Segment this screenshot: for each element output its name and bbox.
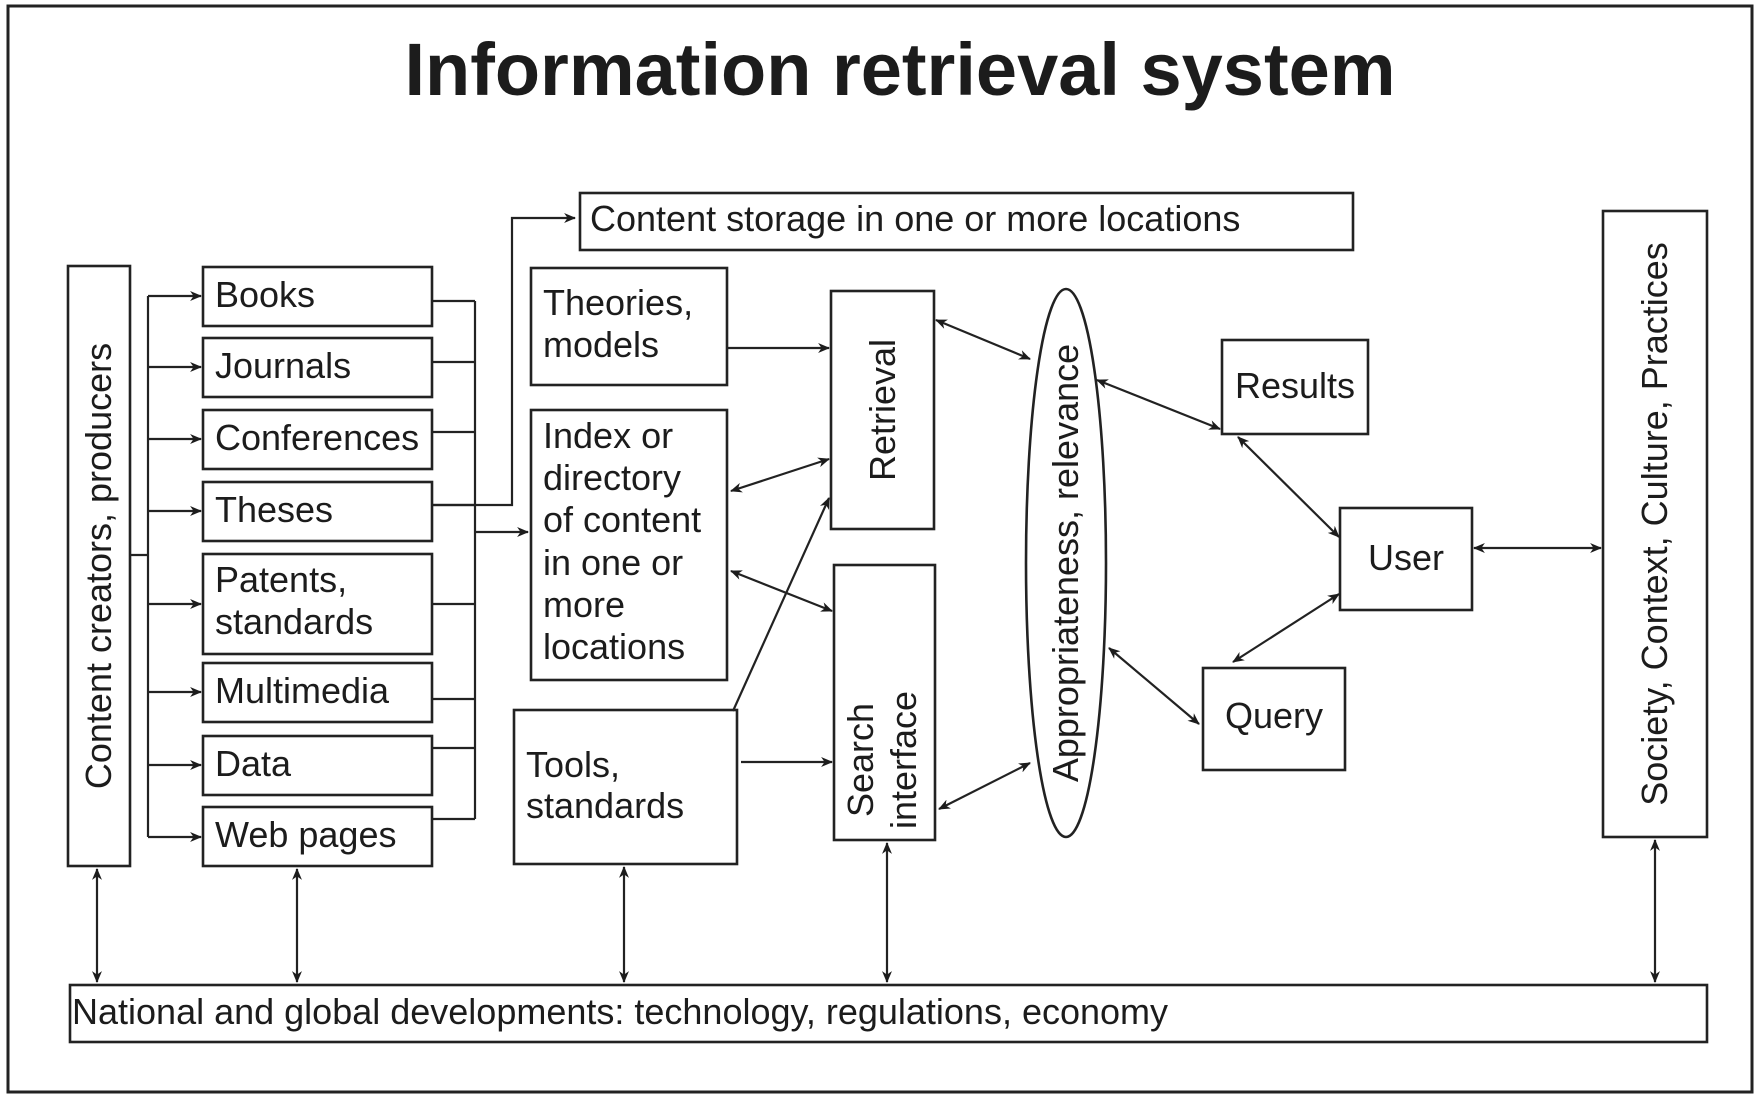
patents-box bbox=[201, 552, 434, 656]
search-interface-label-line2: interface bbox=[883, 691, 924, 829]
multimedia-box bbox=[201, 661, 434, 724]
results-box bbox=[1220, 338, 1370, 436]
journals-label: Journals bbox=[215, 345, 351, 386]
index-box bbox=[529, 408, 729, 682]
tools-label-line2: standards bbox=[526, 785, 684, 826]
creators-to-sources-connectors bbox=[130, 291, 202, 842]
data-box bbox=[201, 734, 434, 797]
society-box bbox=[1601, 209, 1709, 839]
page-title: Information retrieval system bbox=[404, 28, 1395, 111]
content-storage-label: Content storage in one or more locations bbox=[590, 198, 1240, 239]
index-label-line2: directory bbox=[543, 457, 681, 498]
retrieval-label: Retrieval bbox=[862, 339, 903, 481]
books-label: Books bbox=[215, 274, 315, 315]
patents-label-line2: standards bbox=[215, 601, 373, 642]
web-pages-box bbox=[201, 805, 434, 868]
patents-label-line1: Patents, bbox=[215, 559, 347, 600]
index-label-line6: locations bbox=[543, 626, 685, 667]
theories-box bbox=[529, 266, 729, 387]
content-creators-box bbox=[66, 264, 132, 868]
conferences-label: Conferences bbox=[215, 417, 419, 458]
results-label: Results bbox=[1235, 365, 1355, 406]
theses-box bbox=[201, 480, 434, 543]
multimedia-label: Multimedia bbox=[215, 670, 390, 711]
theories-label-line1: Theories, bbox=[543, 282, 693, 323]
conferences-box bbox=[201, 408, 434, 471]
society-label: Society, Context, Culture, Practices bbox=[1634, 242, 1675, 806]
index-label-line1: Index or bbox=[543, 415, 673, 456]
appropriateness-label: Appropriateness, relevance bbox=[1045, 344, 1086, 782]
appropriateness-ellipse bbox=[1024, 287, 1108, 839]
index-label-line4: in one or bbox=[543, 542, 683, 583]
user-box bbox=[1338, 506, 1474, 612]
user-label: User bbox=[1368, 537, 1444, 578]
search-interface-label-line1: Search bbox=[840, 703, 881, 817]
search-interface-box bbox=[832, 563, 937, 842]
flow-arrows bbox=[727, 318, 1602, 810]
bottom-bar-arrows bbox=[92, 839, 1660, 983]
journals-box bbox=[201, 336, 434, 399]
query-box bbox=[1201, 666, 1347, 772]
tools-box bbox=[512, 708, 739, 866]
web-pages-label: Web pages bbox=[215, 814, 396, 855]
theses-label: Theses bbox=[215, 489, 333, 530]
theories-label-line2: models bbox=[543, 324, 659, 365]
content-creators-label: Content creators, producers bbox=[78, 343, 119, 789]
query-label: Query bbox=[1225, 695, 1323, 736]
national-global-label: National and global developments: techno… bbox=[72, 991, 1168, 1032]
books-box bbox=[201, 265, 434, 328]
tools-label-line1: Tools, bbox=[526, 744, 620, 785]
index-label-line5: more bbox=[543, 584, 625, 625]
sources-collector-connectors bbox=[432, 213, 576, 821]
national-global-box bbox=[68, 983, 1709, 1044]
retrieval-box bbox=[829, 289, 936, 531]
index-label-line3: of content bbox=[543, 499, 701, 540]
data-label: Data bbox=[215, 743, 292, 784]
content-storage-box bbox=[578, 191, 1355, 252]
